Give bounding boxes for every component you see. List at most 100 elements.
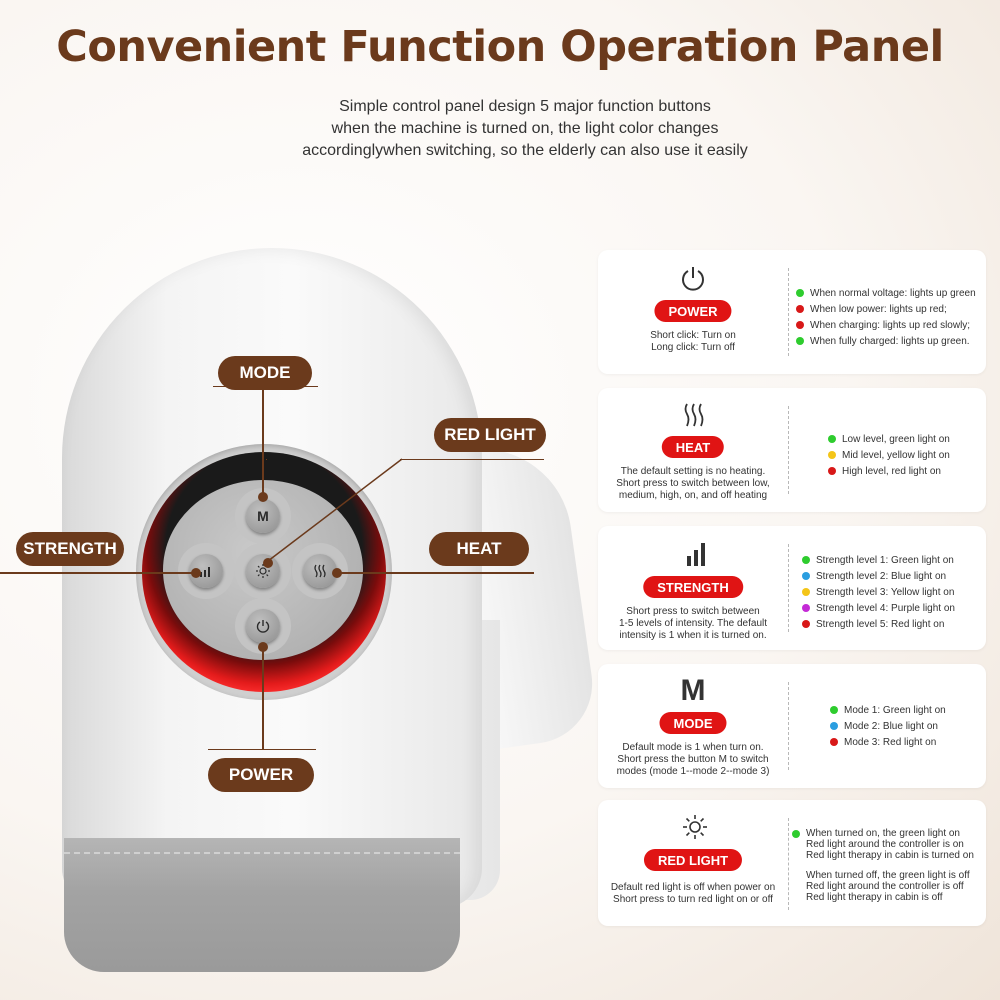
red-light-callout-line	[400, 459, 544, 460]
heat-card-label: HEAT	[661, 436, 725, 458]
heat-desc-line: Short press to switch between low,	[616, 478, 770, 489]
red-light-on-block: When turned on, the green light on Red l…	[792, 828, 974, 861]
status-bullet	[802, 572, 810, 580]
status-bullet	[802, 620, 810, 628]
red-light-callout-diagonal	[267, 458, 403, 562]
mode-callout-dot	[258, 492, 268, 502]
red-light-card-label: RED LIGHT	[643, 849, 743, 871]
status-bullet	[796, 289, 804, 297]
strength-desc-line: 1-5 levels of intensity. The default	[618, 618, 768, 629]
status-item: Strength level 3: Yellow light on	[802, 584, 955, 600]
status-item: Mode 3: Red light on	[830, 734, 946, 750]
strength-callout-line	[0, 572, 195, 574]
heat-callout-label: HEAT	[429, 532, 529, 566]
status-item: When charging: lights up red slowly;	[796, 317, 976, 333]
power-callout-overline	[208, 749, 316, 750]
status-bullet	[802, 604, 810, 612]
status-item: Mode 2: Blue light on	[830, 718, 946, 734]
strength-card-label: STRENGTH	[643, 576, 743, 598]
status-item-text: Strength level 4: Purple light on	[816, 602, 955, 614]
status-item: Mode 1: Green light on	[830, 702, 946, 718]
heat-callout-dot	[332, 568, 342, 578]
status-bullet	[796, 321, 804, 329]
status-item: Strength level 1: Green light on	[802, 552, 955, 568]
status-bullet	[802, 588, 810, 596]
subtitle-line: Simple control panel design 5 major func…	[339, 98, 711, 115]
red-light-desc-line: Default red light is off when power on	[610, 882, 776, 893]
status-item-text: Low level, green light on	[842, 433, 950, 445]
status-item-text: Mid level, yellow light on	[842, 449, 950, 461]
mode-card-label: MODE	[659, 712, 727, 734]
mode-glyph: M	[257, 508, 269, 524]
status-item: Strength level 4: Purple light on	[802, 600, 955, 616]
sun-icon	[683, 815, 707, 839]
status-bullet	[828, 435, 836, 443]
status-item-text: When fully charged: lights up green.	[810, 335, 970, 347]
heat-icon	[314, 564, 326, 578]
heat-button[interactable]	[303, 554, 337, 588]
power-callout-line	[262, 646, 264, 750]
status-bullet	[828, 467, 836, 475]
subtitle-line: accordinglywhen switching, so the elderl…	[302, 142, 748, 159]
status-item-text: Strength level 1: Green light on	[816, 554, 954, 566]
status-bullet	[802, 556, 810, 564]
power-button[interactable]	[246, 609, 280, 643]
mode-icon: M	[680, 674, 706, 707]
strength-icon	[200, 567, 210, 577]
red-light-callout-dot	[263, 558, 273, 568]
page-title: Convenient Function Operation Panel	[56, 22, 944, 72]
card-divider	[788, 544, 789, 632]
mode-desc-line: modes (mode 1--mode 2--mode 3)	[616, 766, 770, 777]
status-item: Strength level 5: Red light on	[802, 616, 955, 632]
status-item-text: When low power: lights up red;	[810, 303, 947, 315]
status-item: Strength level 2: Blue light on	[802, 568, 955, 584]
strength-icon	[687, 543, 705, 566]
device-base	[64, 838, 460, 972]
card-divider	[788, 818, 789, 910]
status-item-text: Strength level 2: Blue light on	[816, 570, 947, 582]
status-item: When fully charged: lights up green.	[796, 333, 976, 349]
red-light-off-line: Red light therapy in cabin is off	[806, 892, 943, 903]
strength-info-card: STRENGTH Short press to switch between 1…	[598, 526, 986, 650]
status-item: Mid level, yellow light on	[828, 447, 950, 463]
heat-info-card: HEAT The default setting is no heating. …	[598, 388, 986, 512]
strength-desc-line: intensity is 1 when it is turned on.	[619, 630, 767, 641]
strength-callout-label: STRENGTH	[16, 532, 124, 566]
status-item-text: Mode 2: Blue light on	[844, 720, 938, 732]
status-bullet	[796, 305, 804, 313]
device-base-stitch	[64, 852, 460, 854]
mode-callout-label: MODE	[218, 356, 312, 390]
status-item-text: High level, red light on	[842, 465, 941, 477]
strength-desc-line: Short press to switch between	[626, 606, 760, 617]
subtitle-line: when the machine is turned on, the light…	[331, 120, 719, 137]
status-item-text: When charging: lights up red slowly;	[810, 319, 971, 331]
card-divider	[788, 682, 789, 770]
status-item: High level, red light on	[828, 463, 950, 479]
power-card-label: POWER	[654, 300, 732, 322]
power-callout-dot	[258, 642, 268, 652]
strength-callout-dot	[191, 568, 201, 578]
page-subtitle: Simple control panel design 5 major func…	[200, 96, 850, 162]
mode-button[interactable]: M	[246, 499, 280, 533]
heat-callout-line	[334, 572, 534, 574]
status-item: When low power: lights up red;	[796, 301, 976, 317]
status-bullet	[828, 451, 836, 459]
status-item-text: Strength level 5: Red light on	[816, 618, 945, 630]
power-desc-line: Short click: Turn on	[650, 330, 736, 341]
power-info-card: POWER Short click: Turn on Long click: T…	[598, 250, 986, 374]
status-item-text: When normal voltage: lights up green	[810, 287, 976, 299]
massager-device: M	[0, 248, 600, 972]
status-item-text: Mode 3: Red light on	[844, 736, 937, 748]
status-bullet	[830, 706, 838, 714]
red-light-on-line: Red light around the controller is on	[806, 839, 964, 850]
red-light-callout-label: RED LIGHT	[434, 418, 546, 452]
red-light-on-line: Red light therapy in cabin is turned on	[806, 850, 974, 861]
status-item: When normal voltage: lights up green	[796, 285, 976, 301]
red-light-callout-anchor	[266, 459, 267, 460]
mode-callout-line	[262, 390, 264, 496]
power-desc-line: Long click: Turn off	[651, 342, 735, 353]
red-light-off-line: Red light around the controller is off	[806, 881, 964, 892]
status-bullet	[830, 722, 838, 730]
red-light-off-line: When turned off, the green light is off	[806, 870, 970, 881]
mode-desc-line: Short press the button M to switch	[617, 754, 769, 765]
